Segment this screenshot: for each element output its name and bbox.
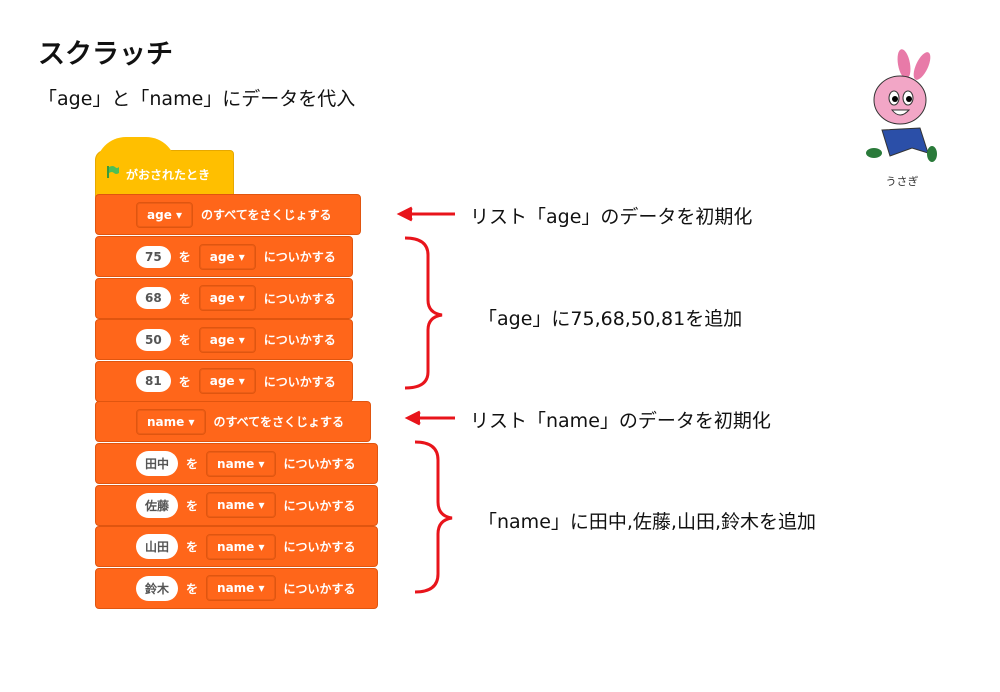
list-dropdown[interactable]: name: [206, 450, 276, 477]
value-input[interactable]: 田中: [136, 451, 179, 476]
list-dropdown[interactable]: name: [136, 408, 206, 435]
value-input[interactable]: 81: [136, 370, 171, 392]
block-text: を: [178, 291, 191, 306]
delete-all-name-block[interactable]: name のすべてをさくじょする: [95, 401, 371, 442]
block-text: についかする: [283, 498, 356, 513]
add-to-list-block[interactable]: 鈴木を name についかする: [95, 567, 378, 609]
list-dropdown[interactable]: age: [198, 243, 256, 270]
block-text: を: [186, 581, 199, 596]
block-text: についかする: [263, 374, 336, 389]
block-text: を: [178, 333, 191, 347]
value-input[interactable]: 佐藤: [136, 492, 179, 518]
block-text: を: [186, 457, 199, 471]
block-text: についかする: [283, 457, 356, 471]
delete-all-age-block[interactable]: age のすべてをさくじょする: [95, 194, 361, 235]
block-text: を: [178, 250, 191, 264]
add-to-list-block[interactable]: 75 を age についかする: [95, 236, 353, 277]
block-text: についかする: [263, 333, 336, 347]
when-flag-clicked-block[interactable]: がおされたとき: [95, 137, 234, 200]
value-input[interactable]: 鈴木: [136, 575, 179, 601]
annotation-name-init: リスト「name」のデータを初期化: [470, 410, 771, 432]
add-to-list-block[interactable]: 50 を age についかする: [95, 319, 353, 360]
list-dropdown[interactable]: age: [198, 285, 256, 311]
arrowhead: [404, 410, 421, 426]
mascot-label: うさぎ: [885, 175, 919, 188]
add-to-list-block[interactable]: 山田を name についかする: [95, 526, 378, 567]
page-title: スクラッチ: [38, 39, 173, 70]
block-text: を: [186, 498, 199, 513]
list-dropdown[interactable]: name: [206, 575, 276, 601]
value-input[interactable]: 68: [136, 287, 171, 309]
bracket-age: [404, 236, 443, 390]
block-text: を: [186, 540, 199, 554]
block-text: についかする: [263, 291, 336, 306]
subtitle: 「age」と「name」にデータを代入: [38, 88, 356, 110]
add-to-list-block[interactable]: 田中を name についかする: [95, 443, 378, 484]
hat-label: がおされたとき: [126, 168, 211, 182]
list-dropdown[interactable]: age: [198, 368, 256, 394]
rabbit-icon: [866, 49, 937, 162]
annotation-name-add: 「name」に田中,佐藤,山田,鈴木を追加: [478, 511, 817, 533]
rabbit-mascot: うさぎ: [862, 48, 942, 188]
value-input[interactable]: 50: [136, 328, 171, 351]
bracket-name: [414, 440, 453, 594]
block-text: のすべてをさくじょする: [213, 415, 344, 429]
annotation-age-add: 「age」に75,68,50,81を追加: [478, 308, 743, 330]
list-dropdown[interactable]: age: [136, 201, 194, 228]
value-input[interactable]: 山田: [136, 534, 179, 559]
value-input[interactable]: 75: [136, 245, 171, 268]
list-dropdown[interactable]: age: [198, 326, 256, 353]
block-text: のすべてをさくじょする: [201, 208, 332, 222]
add-to-list-block[interactable]: 68 を age についかする: [95, 277, 353, 319]
annotation-age-init: リスト「age」のデータを初期化: [470, 206, 753, 228]
list-dropdown[interactable]: name: [206, 492, 276, 518]
green-flag-icon: [107, 166, 119, 178]
block-text: についかする: [283, 540, 356, 554]
list-dropdown[interactable]: name: [206, 533, 276, 560]
arrowhead: [396, 206, 413, 222]
block-text: についかする: [263, 250, 336, 264]
add-to-list-block[interactable]: 佐藤を name についかする: [95, 484, 378, 526]
block-text: を: [178, 374, 191, 389]
block-text: についかする: [283, 581, 356, 596]
